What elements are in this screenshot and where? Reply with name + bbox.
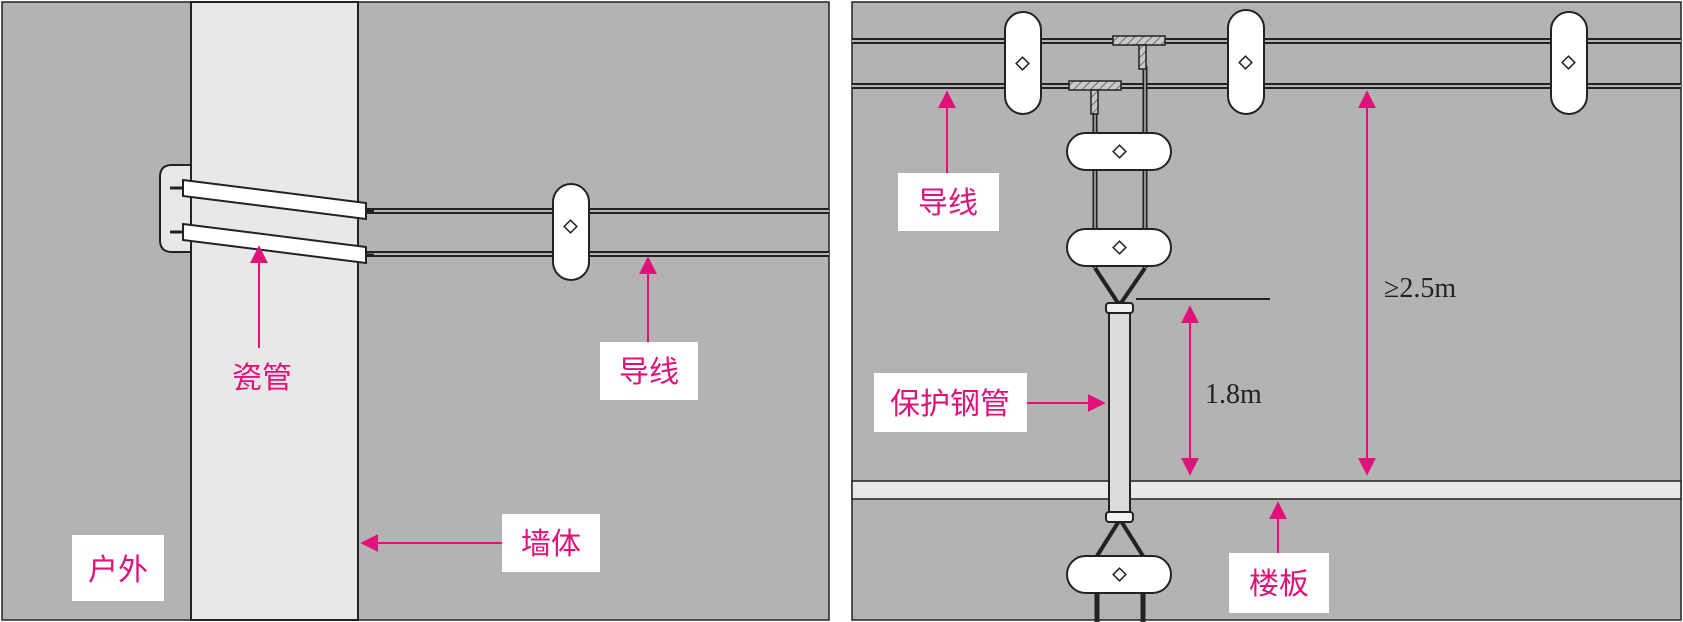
floor-label: 楼板 (1249, 567, 1309, 602)
porcelain-tube-lower (182, 222, 367, 265)
wall-label: 墙体 (521, 527, 581, 562)
wire-height-label: ≥2.5m (1384, 273, 1456, 304)
right-conductor-label-box (898, 173, 999, 231)
outdoor-label-box (72, 535, 164, 601)
outdoor-label: 户外 (88, 553, 148, 588)
right-conductor-label: 导线 (918, 186, 978, 221)
left-conductor-label-box (600, 342, 698, 400)
steel-pipe-top-collar (1105, 302, 1134, 314)
wall-label-box (502, 514, 600, 572)
tee-connector-upper-stem (1138, 44, 1147, 70)
drop-insulator-3-diamond (1112, 567, 1127, 582)
steel-pipe-label: 保护钢管 (890, 387, 1010, 422)
porcelain-tube-label: 瓷管 (232, 361, 292, 396)
drop-insulators (1066, 132, 1172, 594)
steel-pipe-bottom-collar (1105, 511, 1134, 523)
insulator-clamp-left (552, 183, 590, 281)
floor-label-box (1229, 553, 1329, 613)
tee-connector-lower-stem (1090, 89, 1099, 115)
floor-slab (851, 480, 1682, 500)
left-conductor-label: 导线 (619, 355, 679, 390)
left-panel: 瓷管 导线 墙体 户外 (1, 1, 830, 621)
porcelain-tubes (170, 178, 374, 265)
overhead-insulator-1-diamond (1015, 56, 1030, 71)
tee-connectors (1068, 35, 1166, 115)
right-panel: 1.8m ≥2.5m 导线 保护钢管 楼板 (851, 1, 1682, 622)
right-panel-background (851, 1, 1682, 621)
left-panel-background (1, 1, 830, 621)
overhead-insulator-3-diamond (1561, 55, 1576, 70)
left-conductors (366, 208, 829, 257)
right-conductors (852, 38, 1681, 89)
tee-connector-upper-bar (1112, 35, 1166, 46)
overhead-insulator-2-diamond (1238, 55, 1253, 70)
steel-pipe-label-box (874, 373, 1027, 432)
overhead-insulators (1004, 9, 1588, 115)
drop-insulator-2-diamond (1112, 240, 1127, 255)
pipe-height-label: 1.8m (1205, 379, 1262, 410)
porcelain-tube-upper (182, 178, 367, 221)
funnel-bottom (1095, 519, 1145, 558)
tee-connector-lower-bar (1068, 80, 1122, 91)
protective-steel-pipe (1105, 302, 1134, 523)
funnel-top-inner (1100, 267, 1140, 298)
wall (190, 1, 359, 621)
steel-pipe-body (1108, 310, 1131, 516)
drop-insulator-1-diamond (1112, 144, 1127, 159)
insulator-clamp-diamond (563, 219, 578, 234)
